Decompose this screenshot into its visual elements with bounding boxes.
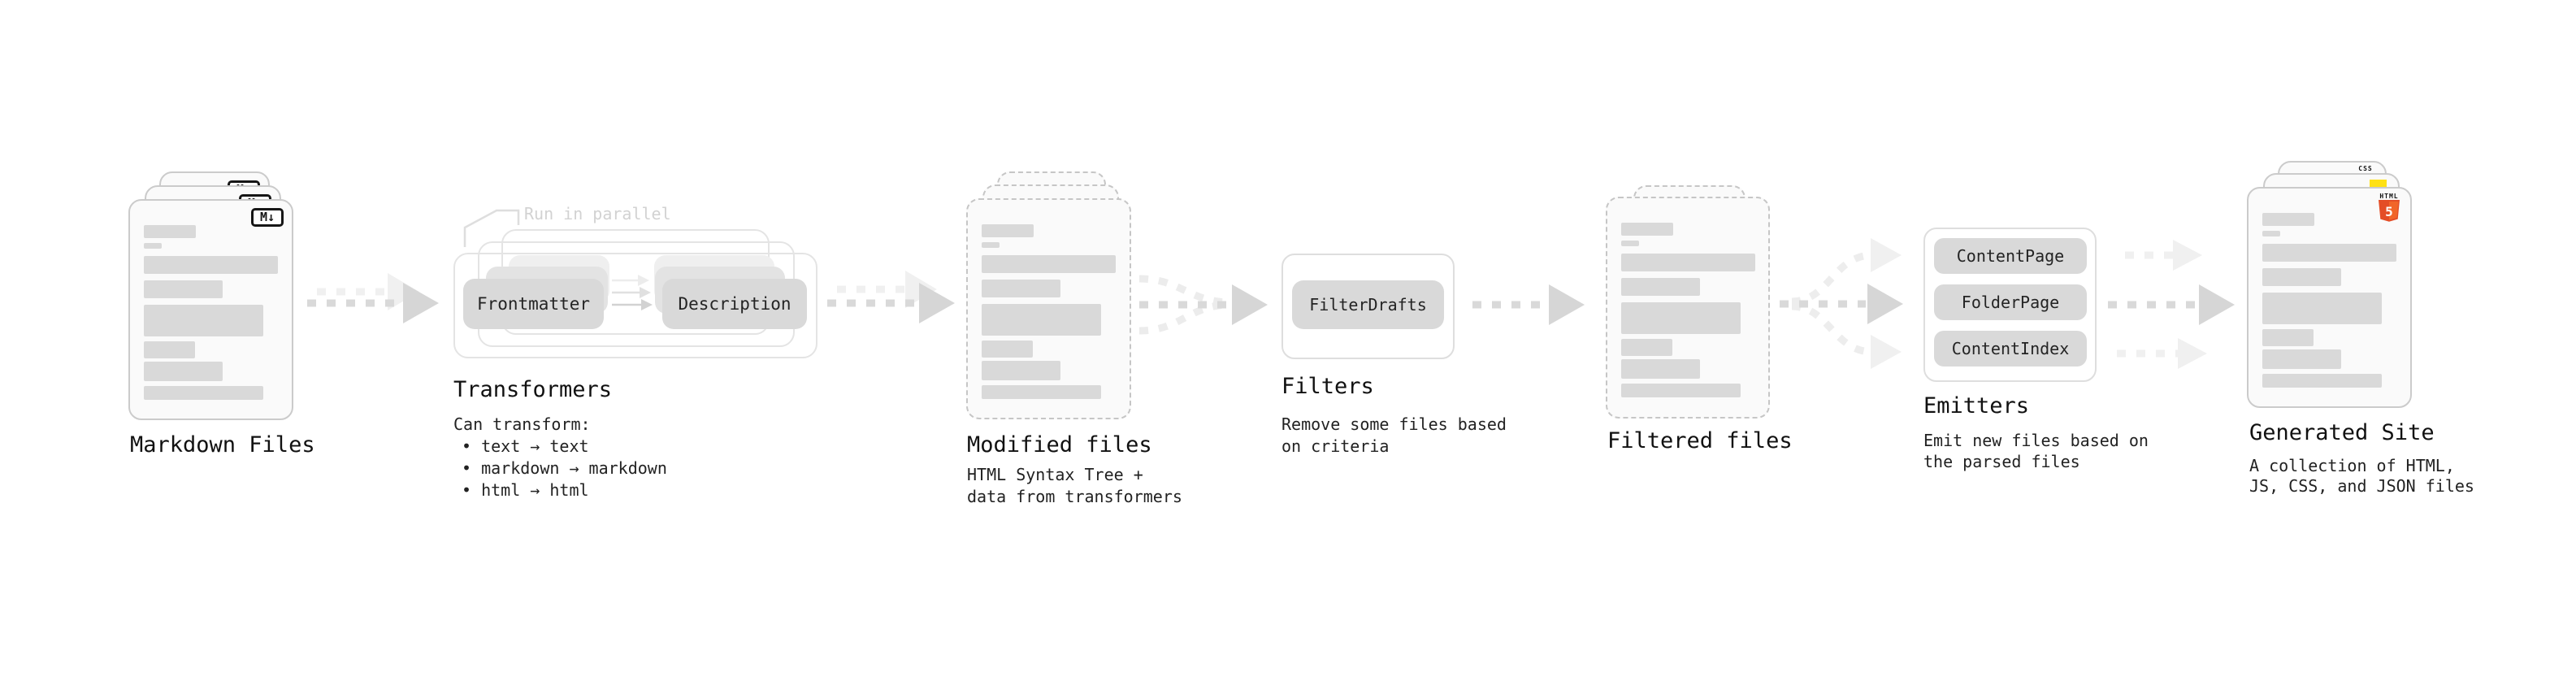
transformers-label: Transformers xyxy=(453,377,613,402)
doc-placeholder-bar xyxy=(1621,302,1741,334)
arrow-transformers-to-modified xyxy=(827,271,955,323)
filterdrafts-step: FilterDrafts xyxy=(1292,280,1444,329)
folderpage-step: FolderPage xyxy=(1934,284,2087,320)
doc-placeholder-bar xyxy=(2262,374,2382,388)
bullet-item: • text → text xyxy=(462,436,589,456)
arrow-emitters-to-generated xyxy=(2108,240,2235,369)
file-card-front-html: HTML 5 xyxy=(2247,187,2412,408)
doc-placeholder-bar xyxy=(1621,254,1755,271)
arrow-markdown-to-transformers xyxy=(307,273,439,323)
doc-placeholder-bar xyxy=(982,361,1060,380)
doc-placeholder-bar xyxy=(982,255,1116,273)
doc-placeholder-bar xyxy=(1621,359,1700,379)
transformer-step-arrows xyxy=(612,275,653,310)
doc-placeholder-bar xyxy=(144,280,223,298)
doc-placeholder-bar xyxy=(2262,349,2341,369)
doc-placeholder-bar xyxy=(144,386,263,400)
svg-text:5: 5 xyxy=(2385,204,2393,219)
filters-label: Filters xyxy=(1281,374,1374,399)
modified-files-label: Modified files xyxy=(967,432,1152,458)
bullet-item: • markdown → markdown xyxy=(462,458,667,478)
doc-placeholder-bar xyxy=(144,362,223,381)
generated-site-caption: A collection of HTML, JS, CSS, and JSON … xyxy=(2249,456,2474,496)
doc-placeholder-bar xyxy=(982,280,1060,297)
doc-placeholder-bar xyxy=(144,305,263,336)
markdown-files-label: Markdown Files xyxy=(130,432,315,458)
arrow-filtered-to-emitters xyxy=(1780,238,1903,369)
doc-placeholder-bar xyxy=(982,242,1000,248)
doc-placeholder-bar xyxy=(2262,231,2280,236)
emitters-label: Emitters xyxy=(1923,393,2030,419)
frontmatter-step: Frontmatter xyxy=(463,279,604,329)
generated-site-label: Generated Site xyxy=(2249,420,2435,445)
markdown-icon: M↓ xyxy=(251,208,284,227)
file-card-front: M↓ xyxy=(128,199,293,420)
modified-files-caption: HTML Syntax Tree + data from transformer… xyxy=(967,465,1182,506)
doc-placeholder-bar xyxy=(2262,293,2382,324)
doc-placeholder-bar xyxy=(1621,241,1639,246)
run-in-parallel-leader-line xyxy=(463,209,520,247)
doc-placeholder-bar xyxy=(144,256,278,274)
doc-placeholder-bar xyxy=(2262,213,2314,226)
doc-placeholder-bar xyxy=(144,243,162,249)
file-card-front xyxy=(966,198,1131,419)
filtered-files-label: Filtered files xyxy=(1607,428,1793,453)
arrow-filters-to-filtered xyxy=(1472,284,1585,325)
html5-icon: HTML 5 xyxy=(2378,193,2400,225)
transformer-container-front xyxy=(453,253,817,358)
doc-placeholder-bar xyxy=(2262,329,2314,346)
filters-caption: Remove some files based on criteria xyxy=(1281,414,1507,456)
arrow-modified-to-filters xyxy=(1138,275,1268,335)
doc-placeholder-bar xyxy=(1621,339,1672,356)
file-card-front xyxy=(1606,197,1770,419)
doc-placeholder-bar xyxy=(144,341,195,358)
description-step: Description xyxy=(662,279,807,329)
contentindex-step: ContentIndex xyxy=(1934,331,2087,367)
bullet-item: • html → html xyxy=(462,480,589,500)
html5-shield: 5 xyxy=(2379,200,2400,222)
doc-placeholder-bar xyxy=(1621,278,1700,296)
emitters-caption: Emit new files based on the parsed files xyxy=(1923,431,2149,471)
doc-placeholder-bar xyxy=(144,225,196,238)
doc-placeholder-bar xyxy=(1621,384,1741,397)
run-in-parallel-annotation: Run in parallel xyxy=(524,204,671,223)
doc-placeholder-bar xyxy=(982,224,1034,237)
doc-placeholder-bar xyxy=(982,304,1101,336)
contentpage-step: ContentPage xyxy=(1934,238,2087,274)
transformers-caption-title: Can transform: xyxy=(453,414,591,434)
doc-placeholder-bar xyxy=(1621,223,1673,236)
doc-placeholder-bar xyxy=(2262,268,2341,286)
doc-placeholder-bar xyxy=(2262,244,2396,262)
transformers-bullet-list: • text → text • markdown → markdown • ht… xyxy=(462,436,667,501)
doc-placeholder-bar xyxy=(982,385,1101,399)
doc-placeholder-bar xyxy=(982,340,1033,358)
